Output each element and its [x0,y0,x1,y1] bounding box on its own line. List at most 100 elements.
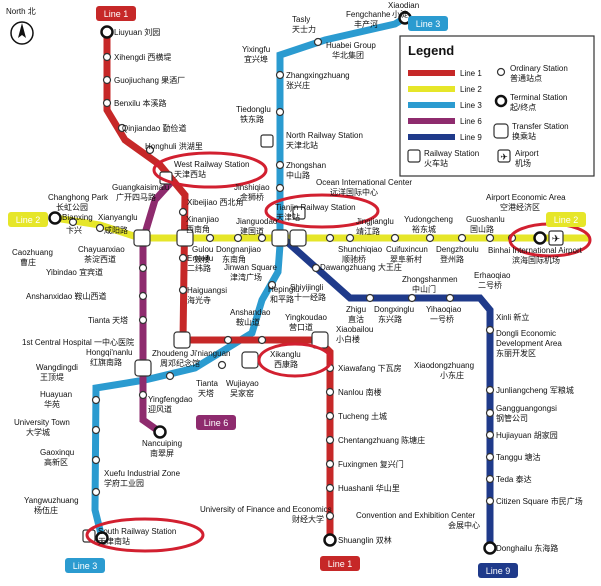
station-zhongshanmen: Zhongshanmen [402,275,458,284]
station-zhongshanmen-cn: 中山门 [412,284,436,294]
station-central-hosp: 1st Central Hospital 一中心医院 [22,337,134,347]
station-xinanjiao: Xinanjiao [186,215,219,224]
station-tiedonglu: Tiedonglu [236,105,271,114]
line2-track [54,214,590,242]
station-guangkaisimalu: Guangkaisimalu [112,183,169,192]
station-bianxing: Bianxing [62,213,93,222]
station-xiaobailou-cn: 小白楼 [336,334,360,344]
station-zhangxingzhuang-cn: 张兴庄 [286,80,310,90]
legend-line2: Line 2 [460,85,482,94]
station-changhong: Changhong Park [48,193,109,202]
line2-tag-left-label: Line 2 [16,215,41,225]
station-airport-area: Airport Economic Area [486,193,566,202]
airport-icon: ✈ [548,230,564,246]
station-caozhuang-cn: 曹庄 [20,257,36,267]
station-dongli-eco2: Development Area [496,339,562,348]
station-yixingfu-cn: 宜兴埠 [244,54,268,64]
station-tanggu: Tanggu 塘沽 [496,452,540,462]
station-jinwan-cn: 津湾广场 [230,272,262,282]
station-tasly-cn: 天士力 [292,24,316,34]
station-univ-finance-cn: 财经大学 [292,514,324,524]
station-cuifuxincun: Cuifuxincun [386,245,428,254]
legend-title: Legend [408,43,454,58]
line2-tag-right [546,212,586,227]
station-anshanxidao: Anshanxidao 鞍山西道 [26,291,106,301]
legend-ordinary: Ordinary Station [510,64,568,73]
ordinary-stations [68,37,517,521]
station-yingfengdao: Yingfengdao [148,395,193,404]
station-huayuan: Huayuan [40,390,72,399]
station-haiguangsi-cn: 海光寺 [187,295,211,305]
station-zhongshan: Zhongshan [286,161,326,170]
station-guoshanlu: Guoshanlu [466,215,505,224]
station-gangguan: Gangguangongsi [496,404,557,413]
station-xinli: Xinli 新立 [496,312,529,322]
station-nanlou: Nanlou 南楼 [338,387,382,397]
station-binhai-airport: Binhai International Airport [488,246,583,255]
station-huabei: Huabei Group [326,41,376,50]
station-yixingfu: Yixingfu [242,45,270,54]
station-zhigu-cn: 直沽 [348,314,364,324]
station-binhai-airport-cn: 滨海国际机场 [512,255,560,265]
terminal-stations [48,11,547,555]
station-fengchanhe-cn: 丰产河 [354,19,378,29]
station-guoshanlu-cn: 国山路 [470,224,494,234]
station-yudongcheng-cn: 裕东城 [412,224,436,234]
legend-ordinary-cn: 普通站点 [510,73,542,83]
station-chayuanxiao-cn: 茶淀西道 [84,254,116,264]
legend-transfer: Transfer Station [512,122,569,131]
station-jinshiqiao-cn: 金狮桥 [240,192,264,202]
station-xikanglu-cn: 西康路 [274,359,298,369]
station-junliangcheng: Junliangcheng 军粮城 [496,385,574,395]
station-shunchiqiao-cn: 顺驰桥 [342,254,366,264]
station-donghailu: Donghailu 东海路 [496,543,558,553]
station-west-rs-cn: 天津西站 [174,169,206,179]
station-hongqinanlu: Hongqi'nanlu [86,348,132,357]
station-hujiayuan: Hujiayuan 胡家园 [496,430,558,440]
line1-tag-top-label: Line 1 [104,9,129,19]
station-caozhuang: Caozhuang [12,248,53,257]
station-convention: Convention and Exhibition Center [356,511,476,520]
highlight-ellipses [85,151,592,553]
station-univ-town-cn: 大学城 [26,427,50,437]
station-jinshiqiao: Jinshiqiao [234,183,270,192]
transfer-stations [133,229,329,377]
station-chentangzhuang: Chentangzhuang 陈塘庄 [338,435,425,445]
station-dongxinglu-cn: 东兴路 [378,314,402,324]
station-zhoudeng: Zhoudeng Ji'nianguan [152,349,230,358]
station-tianta: Tianta 天塔 [88,315,128,325]
station-tianjin-rs-cn: 天津站 [276,212,300,222]
station-cuifuxincun-cn: 翠阜新村 [390,254,422,264]
station-yangwuzhuang: Yangwuzhuang [24,496,79,505]
station-erweilu: Erweilu [187,254,213,263]
station-yihaoqiao: Yihaoqiao [426,305,462,314]
line3-tag-bottom-label: Line 3 [73,561,98,571]
station-fuxingmen: Fuxingmen 复兴门 [338,459,404,469]
station-north-rs-cn: 天津北站 [286,140,318,150]
line1-tag-bottom [320,556,360,571]
legend-line3: Line 3 [460,101,482,110]
station-hepinglu: Hepinglu [268,285,300,294]
station-bianxing-cn: 卞兴 [66,225,82,235]
line1-tag-top [96,6,136,21]
station-huashanli: Huashanli 华山里 [338,483,400,493]
station-tasly: Tasly [292,15,310,24]
station-tianta2: Tianta [196,379,218,388]
north-arrow-icon [18,23,26,38]
legend-railway: Railway Station [424,149,479,158]
station-huabei-cn: 华北集团 [332,50,364,60]
station-xihengdi: Xihengdi 西横堤 [114,52,171,62]
legend-terminal: Terminal Station [510,93,567,102]
line1-tag-bottom-label: Line 1 [328,559,353,569]
station-yihaoqiao-cn: 一号桥 [430,314,454,324]
station-shiyijingli: Shiyijingli [290,283,324,292]
station-shuanglin: Shuanglin 双林 [338,535,392,545]
line-tags: Line 1 Line 1 Line 2 Line 2 Line 3 Line … [8,6,586,578]
line6-tag-label: Line 6 [204,418,229,428]
line3-tag-top [408,16,448,31]
station-erhaoqiao: Erhaoqiao [474,271,511,280]
line3-tag-top-label: Line 3 [416,19,441,29]
station-tucheng: Tucheng 土城 [338,411,387,421]
station-yingfengdao-cn: 迎风道 [148,404,172,414]
